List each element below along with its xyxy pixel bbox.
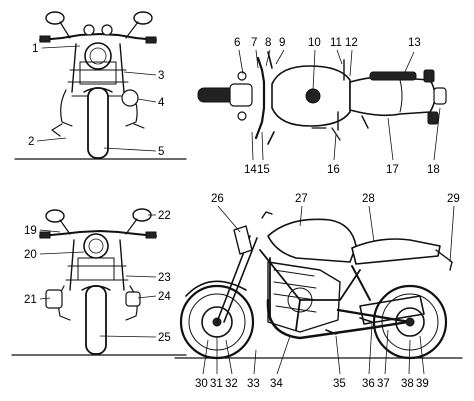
callout-4: 4	[158, 97, 165, 109]
callout-28: 28	[362, 193, 375, 205]
front-view-oil-filter	[121, 89, 139, 107]
callout-30: 30	[195, 378, 208, 390]
top-view-seat	[349, 75, 436, 117]
top-view-right-turn-signal	[237, 111, 247, 121]
callout-29: 29	[447, 193, 460, 205]
rear-view-left-mirror	[45, 209, 71, 235]
callout-8: 8	[265, 37, 271, 49]
front-view	[14, 11, 187, 160]
front-view-speedometer	[83, 24, 95, 36]
side-view-frame	[259, 249, 361, 331]
callout-36: 36	[362, 378, 375, 390]
top-view-front-tire	[197, 87, 235, 103]
rear-view	[11, 208, 187, 356]
callout-24: 24	[158, 291, 171, 303]
callout-1: 1	[32, 43, 38, 55]
side-view-front-fender	[185, 280, 247, 297]
side-view-engine	[267, 261, 341, 333]
rear-view-side-cover	[45, 289, 63, 309]
callout-15: 15	[257, 164, 270, 176]
callout-26: 26	[211, 193, 224, 205]
callout-31: 31	[210, 378, 223, 390]
callout-35: 35	[333, 378, 346, 390]
callout-3: 3	[158, 70, 164, 82]
callout-21: 21	[24, 294, 37, 306]
callout-39: 39	[416, 378, 429, 390]
side-view	[174, 211, 463, 360]
top-view-muffler	[369, 71, 417, 81]
callout-22: 22	[158, 210, 171, 222]
front-view-left-grip	[39, 35, 51, 43]
side-view-fuel-tank	[267, 218, 357, 263]
callout-2: 2	[28, 136, 34, 148]
callout-11: 11	[330, 37, 342, 49]
callout-18: 18	[427, 164, 440, 176]
front-view-right-grip	[145, 36, 157, 44]
callout-9: 9	[279, 37, 285, 49]
callout-20: 20	[24, 249, 37, 261]
top-view-fuel-cap	[305, 88, 321, 104]
callout-23: 23	[158, 272, 171, 284]
callout-38: 38	[401, 378, 414, 390]
callout-12: 12	[345, 37, 358, 49]
top-view-handlebar	[254, 56, 266, 140]
callout-25: 25	[158, 332, 171, 344]
callout-13: 13	[408, 37, 421, 49]
callout-labels: 1 2 3 4 5 6 7 8 9 10 11 12 13 14 15 16 1…	[24, 37, 460, 390]
side-view-tail	[435, 249, 453, 271]
callout-7: 7	[251, 37, 257, 49]
callout-19: 19	[24, 225, 37, 237]
top-view	[197, 51, 447, 145]
top-view-left-turn-signal	[237, 71, 247, 81]
callout-33: 33	[247, 378, 260, 390]
callout-34: 34	[270, 378, 283, 390]
top-view-tail-light	[433, 87, 447, 105]
callout-5: 5	[158, 146, 164, 158]
callout-32: 32	[225, 378, 238, 390]
callout-6: 6	[234, 37, 240, 49]
callout-37: 37	[377, 378, 390, 390]
front-view-handlebar	[39, 33, 157, 41]
callout-14: 14	[244, 164, 257, 176]
side-view-seat	[351, 238, 441, 265]
side-view-rear-shock	[351, 265, 371, 301]
callout-17: 17	[386, 164, 399, 176]
front-view-tachometer	[101, 24, 113, 36]
side-view-exhaust	[266, 298, 410, 340]
front-view-front-fender	[83, 87, 113, 93]
leader-lines	[36, 45, 455, 375]
rear-view-right-mirror	[125, 208, 152, 235]
side-view-headlight	[233, 225, 253, 255]
rear-view-headlight	[83, 233, 109, 259]
callout-10: 10	[308, 37, 321, 49]
front-view-left-mirror	[45, 11, 71, 39]
rear-view-handlebar	[39, 230, 157, 237]
front-view-right-mirror	[125, 11, 153, 39]
front-view-headlight	[84, 42, 112, 70]
front-view-front-tire	[87, 87, 109, 159]
callout-27: 27	[295, 193, 308, 205]
rear-view-tire	[85, 285, 107, 355]
callout-16: 16	[327, 164, 340, 176]
